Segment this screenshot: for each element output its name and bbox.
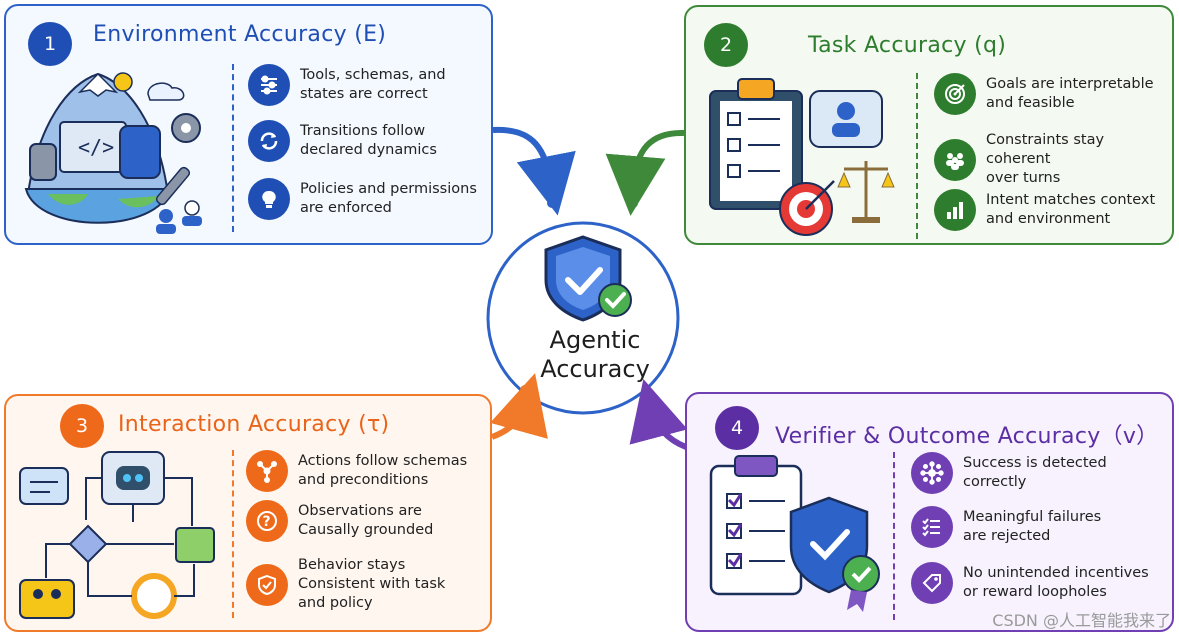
panel-number: 3: [60, 404, 104, 448]
dot-blue: [547, 198, 557, 208]
dot-orange: [520, 385, 530, 395]
list-item: Policies and permissions are enforced: [248, 178, 477, 220]
arrow-env-to-center: [492, 126, 576, 216]
list-item: ? Observations are Causally grounded: [246, 500, 433, 542]
panel-environment-accuracy: 1 Environment Accuracy (E) </> Tools, sc…: [4, 4, 493, 245]
hub-icon: [911, 452, 953, 494]
panel-interaction-accuracy: 3 Interaction Accuracy (τ) Actions follo…: [4, 394, 492, 632]
panel-title: Environment Accuracy (E): [93, 22, 387, 47]
network-icon: [246, 450, 288, 492]
arrow-verifier-to-center: [629, 378, 688, 450]
item-text: Meaningful failures are rejected: [963, 509, 1102, 544]
center-title: Agentic Accuracy: [520, 326, 670, 384]
tag-icon: [911, 562, 953, 604]
interaction-flow-illustration: [19, 451, 215, 619]
people-icon: [934, 138, 976, 181]
item-text: Goals are interpretable and feasible: [986, 76, 1154, 111]
dot-green: [628, 198, 638, 208]
item-text: Observations are Causally grounded: [298, 503, 434, 538]
dot-purple: [646, 392, 656, 402]
panel-title: Verifier & Outcome Accuracy（v）: [775, 424, 1159, 449]
panel-number: 2: [704, 23, 748, 67]
shield-check-icon: [544, 235, 632, 322]
item-text: Tools, schemas, and states are correct: [300, 67, 446, 102]
question-icon: ?: [246, 500, 288, 542]
center-title-line2: Accuracy: [540, 355, 650, 383]
bar-chart-icon: [934, 189, 976, 231]
list-item: Success is detected correctly: [911, 452, 1107, 494]
list-item: Behavior stays Consistent with task and …: [246, 556, 445, 613]
svg-text:?: ?: [263, 514, 271, 530]
panel-divider: [916, 73, 918, 239]
item-text: Transitions follow declared dynamics: [300, 123, 437, 158]
list-item: Actions follow schemas and preconditions: [246, 450, 467, 492]
environment-illustration: </>: [24, 72, 202, 234]
list-item: No unintended incentives or reward looph…: [911, 562, 1149, 604]
item-text: Intent matches context and environment: [986, 192, 1156, 227]
item-text: Success is detected correctly: [963, 455, 1107, 490]
item-text: Behavior stays Consistent with task and …: [298, 557, 446, 611]
list-item: Constraints stay coherent over turns: [934, 131, 1172, 188]
arrow-interaction-to-center: [490, 373, 548, 440]
lightbulb-icon: [248, 178, 290, 220]
panel-task-accuracy: 2 Task Accuracy (q) Goals are interpreta…: [684, 5, 1174, 245]
item-text: Policies and permissions are enforced: [300, 181, 477, 216]
list-item: Intent matches context and environment: [934, 189, 1155, 231]
sliders-icon: [248, 64, 290, 106]
list-item: Tools, schemas, and states are correct: [248, 64, 446, 106]
shield-check-icon: [246, 563, 288, 606]
watermark: CSDN @人工智能我来了: [992, 611, 1171, 630]
panel-divider: [232, 450, 234, 618]
arrow-task-to-center: [605, 129, 685, 216]
refresh-icon: [248, 120, 290, 162]
panel-divider: [893, 452, 895, 620]
panel-number: 4: [715, 406, 759, 450]
center-title-line1: Agentic: [549, 326, 641, 354]
task-illustration: [709, 78, 895, 236]
list-check-icon: [911, 506, 953, 548]
item-text: Actions follow schemas and preconditions: [298, 453, 468, 488]
panel-divider: [232, 64, 234, 232]
verifier-illustration: [709, 455, 880, 612]
svg-text:</>: </>: [78, 135, 114, 159]
panel-number: 1: [28, 22, 72, 66]
panel-verifier-outcome-accuracy: 4 Verifier & Outcome Accuracy（v） Success…: [685, 392, 1174, 632]
item-text: Constraints stay coherent over turns: [986, 132, 1105, 186]
panel-title: Task Accuracy (q): [808, 33, 1007, 58]
list-item: Meaningful failures are rejected: [911, 506, 1101, 548]
list-item: Transitions follow declared dynamics: [248, 120, 437, 162]
panel-title: Interaction Accuracy (τ): [118, 412, 390, 437]
item-text: No unintended incentives or reward looph…: [963, 565, 1149, 600]
target-icon: [934, 73, 976, 115]
list-item: Goals are interpretable and feasible: [934, 73, 1154, 115]
